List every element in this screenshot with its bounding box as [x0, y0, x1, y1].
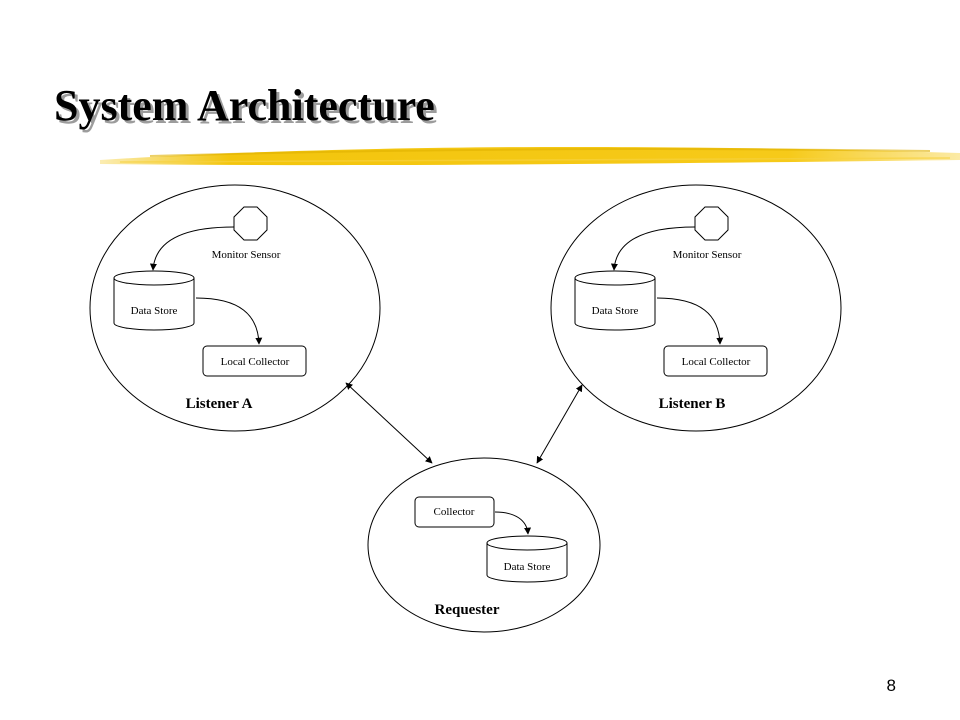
listener-b-node: Monitor Sensor Data Store Local Collecto… — [550, 184, 842, 432]
listener-a-requester-link — [345, 382, 433, 464]
title-underline — [100, 146, 960, 166]
slide-title: System Architecture — [54, 81, 435, 130]
monitor-sensor-icon — [233, 206, 268, 241]
data-store-cylinder — [574, 270, 656, 331]
sensor-to-store-arrow — [610, 226, 696, 271]
sensor-to-store-arrow — [149, 226, 235, 271]
data-store-label: Data Store — [592, 305, 639, 317]
store-to-collector-arrow — [656, 297, 724, 345]
data-store-cylinder — [113, 270, 195, 331]
collector-to-store-arrow — [494, 511, 532, 535]
listener-a-label: Listener A — [186, 396, 253, 412]
monitor-sensor-icon — [694, 206, 729, 241]
listener-b-requester-link — [536, 384, 583, 464]
data-store-label: Data Store — [131, 305, 178, 317]
page-number: 8 — [886, 676, 896, 695]
local-collector-label: Local Collector — [221, 356, 290, 368]
local-collector-box — [202, 345, 307, 377]
requester-node: Collector Data Store Requester — [367, 457, 601, 633]
listener-a-node: Monitor Sensor Data Store Local Collecto… — [89, 184, 381, 432]
collector-label: Collector — [434, 506, 475, 518]
local-collector-label: Local Collector — [682, 356, 751, 368]
data-store-cylinder — [486, 535, 568, 583]
monitor-sensor-label: Monitor Sensor — [212, 249, 281, 261]
requester-label: Requester — [435, 602, 500, 618]
data-store-label: Data Store — [504, 561, 551, 573]
store-to-collector-arrow — [195, 297, 263, 345]
collector-box — [414, 496, 495, 528]
local-collector-box — [663, 345, 768, 377]
listener-b-label: Listener B — [659, 396, 726, 412]
monitor-sensor-label: Monitor Sensor — [673, 249, 742, 261]
